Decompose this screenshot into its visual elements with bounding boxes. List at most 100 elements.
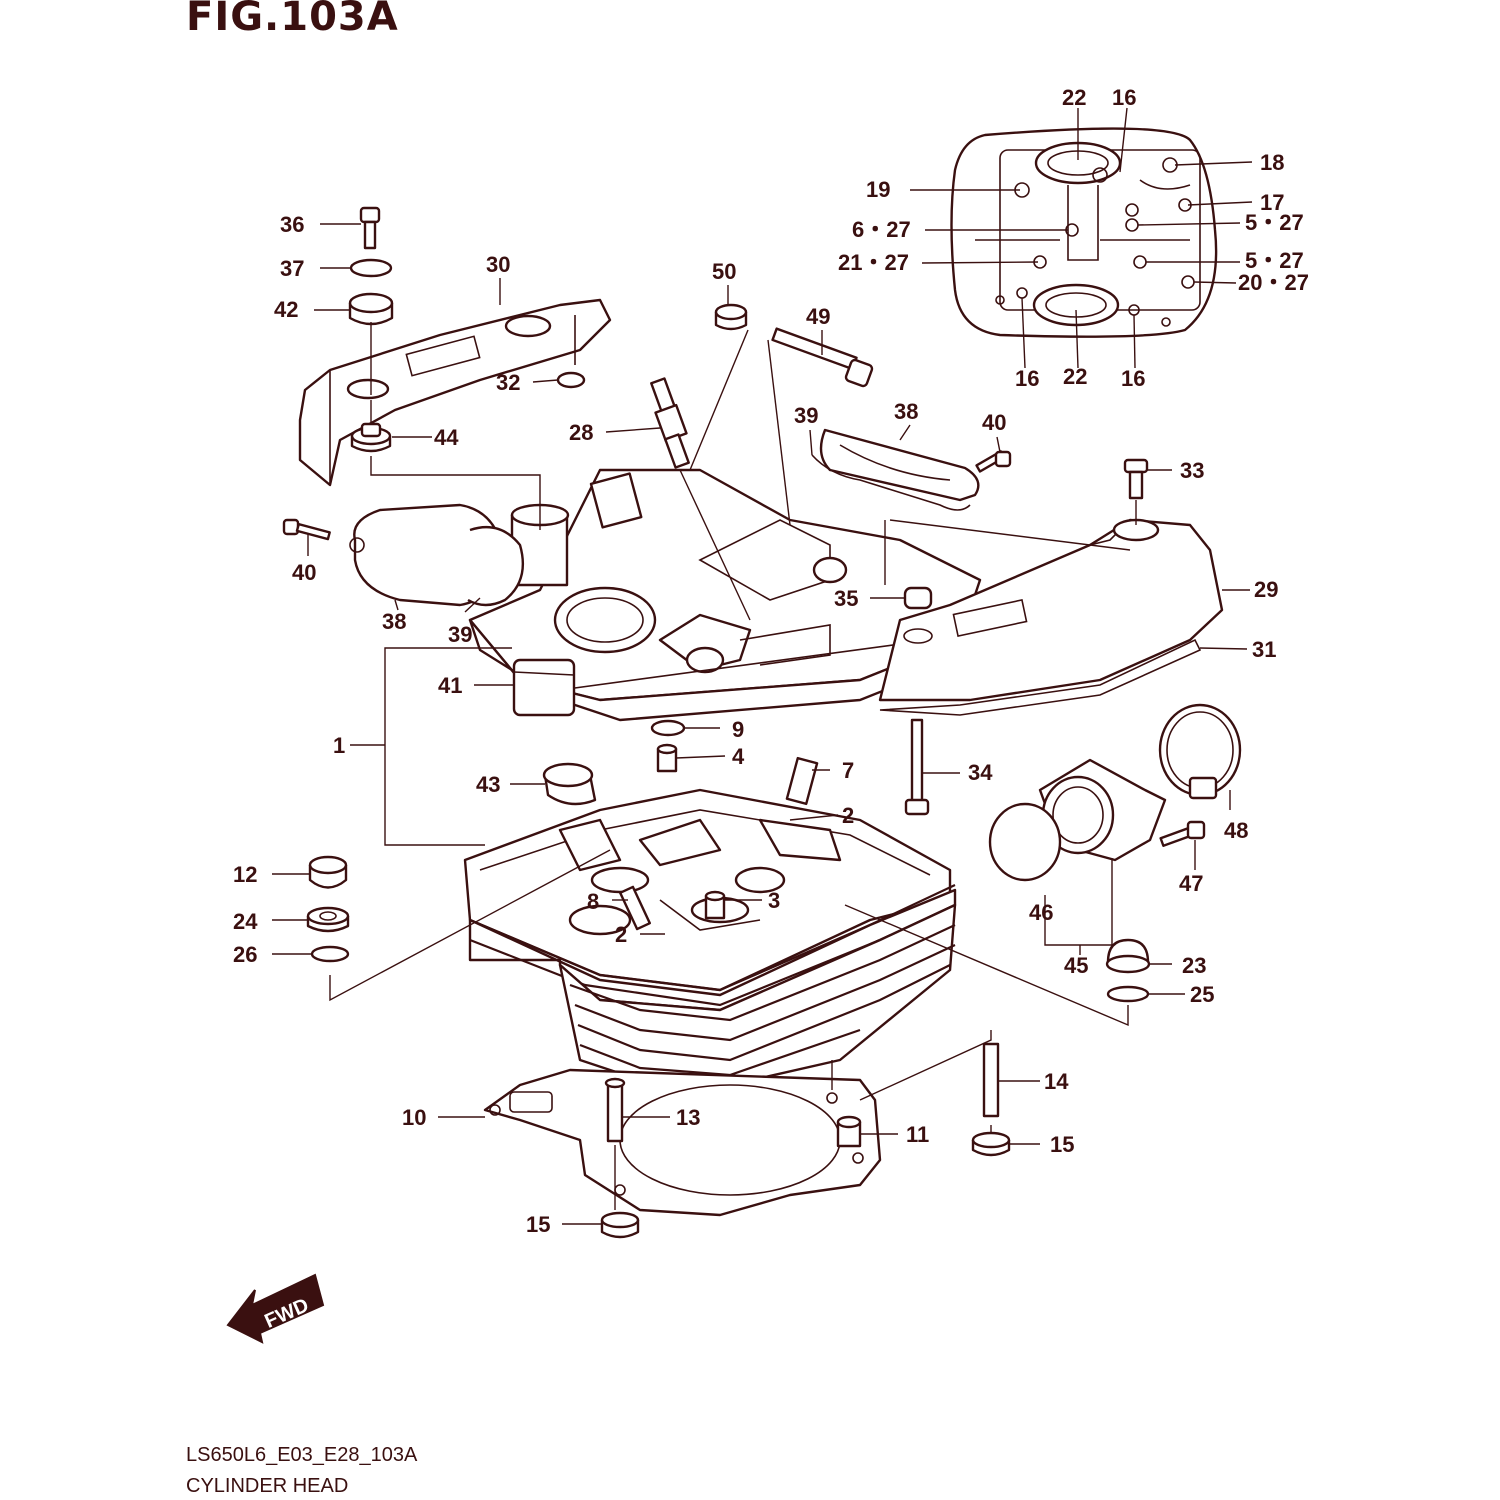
callout-39a: 39 [794, 403, 818, 428]
side-cover-left [349, 503, 524, 607]
callout-40b: 40 [292, 560, 316, 585]
callout-9: 9 [732, 717, 744, 742]
callout-18: 18 [1260, 150, 1284, 175]
callout-34: 34 [968, 760, 993, 785]
callout-46: 46 [1029, 900, 1053, 925]
nut-15-right [971, 1131, 1011, 1157]
callout-30: 30 [486, 252, 510, 277]
figure-title: FIG.103A [186, 0, 399, 40]
cap-32 [556, 371, 586, 389]
head-cover-left [298, 298, 612, 487]
callout-19: 19 [866, 177, 890, 202]
callout-16c: 16 [1121, 366, 1145, 391]
callout-24: 24 [233, 909, 258, 934]
callout-45: 45 [1064, 953, 1088, 978]
callout-6-27: 6・27 [852, 217, 911, 242]
callout-labels: 22 16 18 19 17 6・27 5・27 21・27 5・27 20・2… [233, 85, 1309, 1237]
washer-26 [310, 945, 350, 963]
bolt-49 [771, 327, 874, 388]
intake-pipe [1038, 758, 1167, 862]
callout-22a: 22 [1062, 85, 1086, 110]
dowel-4 [656, 743, 678, 773]
callout-38a: 38 [894, 399, 918, 424]
callout-31: 31 [1252, 637, 1276, 662]
callout-28: 28 [569, 420, 593, 445]
callout-48: 48 [1224, 818, 1248, 843]
part-name: CYLINDER HEAD [186, 1475, 349, 1497]
nut-15-bottom [600, 1211, 640, 1239]
nut-24 [306, 906, 350, 933]
head-cover-right [878, 518, 1224, 702]
washer-25 [1106, 985, 1150, 1003]
seal-43 [542, 762, 597, 806]
callout-32: 32 [496, 370, 520, 395]
callout-42: 42 [274, 297, 298, 322]
dowel-11 [836, 1115, 862, 1148]
part-41 [512, 658, 576, 717]
callout-16b: 16 [1015, 366, 1039, 391]
bolt-34 [904, 718, 930, 816]
callout-2b: 2 [615, 922, 627, 947]
grommet-42 [348, 292, 394, 326]
callout-36: 36 [280, 212, 304, 237]
callout-25: 25 [1190, 982, 1214, 1007]
clamp-48 [1158, 703, 1242, 800]
dowel-3 [704, 890, 726, 920]
callout-13: 13 [676, 1105, 700, 1130]
callout-40a: 40 [982, 410, 1006, 435]
guide-7 [785, 756, 819, 806]
bolt-36 [359, 206, 381, 250]
head-underside-view [950, 127, 1218, 338]
cap-nut-23 [1105, 938, 1151, 974]
callout-15a: 15 [1050, 1132, 1074, 1157]
callout-37: 37 [280, 256, 304, 281]
callout-16a: 16 [1112, 85, 1136, 110]
callout-5-27a: 5・27 [1245, 210, 1304, 235]
callout-7: 7 [842, 758, 854, 783]
bolt-40-left [282, 518, 331, 541]
callout-1: 1 [333, 733, 345, 758]
callout-44: 44 [434, 425, 459, 450]
side-cover-right [811, 428, 980, 511]
stud-13 [604, 1077, 626, 1143]
spacer-44 [350, 422, 392, 453]
bolt-47 [1159, 820, 1206, 847]
callout-38b: 38 [382, 609, 406, 634]
callout-15b: 15 [526, 1212, 550, 1237]
cap-35 [903, 586, 933, 610]
callout-8: 8 [587, 889, 599, 914]
callout-17: 17 [1260, 190, 1284, 215]
callout-2a: 2 [842, 803, 854, 828]
callout-26: 26 [233, 942, 257, 967]
callout-10: 10 [402, 1105, 426, 1130]
valve-guide-8 [619, 885, 651, 931]
head-gasket [483, 1068, 882, 1217]
nut-50 [714, 303, 748, 331]
callout-41: 41 [438, 673, 462, 698]
callout-22b: 22 [1063, 364, 1087, 389]
cylinder-head [463, 788, 957, 1087]
fwd-arrow: FWD [226, 1273, 325, 1344]
callout-4: 4 [732, 744, 745, 769]
bolt-40-right [975, 450, 1012, 473]
model-code: LS650L6_E03_E28_103A [186, 1444, 418, 1466]
callout-14: 14 [1044, 1069, 1069, 1094]
o-ring-9 [650, 719, 686, 737]
gasket-31 [879, 638, 1202, 716]
callout-50: 50 [712, 259, 736, 284]
callout-35: 35 [834, 586, 858, 611]
callout-11: 11 [906, 1122, 929, 1147]
callout-12: 12 [233, 862, 257, 887]
leader-lines [272, 107, 1253, 1225]
callout-39b: 39 [448, 622, 472, 647]
callout-21-27: 21・27 [838, 250, 909, 275]
callout-23: 23 [1182, 953, 1206, 978]
callout-29: 29 [1254, 577, 1278, 602]
o-ring-46 [988, 802, 1062, 882]
callout-20-27: 20・27 [1238, 270, 1309, 295]
callout-5-27b: 5・27 [1245, 248, 1304, 273]
stud-14 [982, 1042, 1000, 1118]
callout-43: 43 [476, 772, 500, 797]
callout-47: 47 [1179, 871, 1203, 896]
